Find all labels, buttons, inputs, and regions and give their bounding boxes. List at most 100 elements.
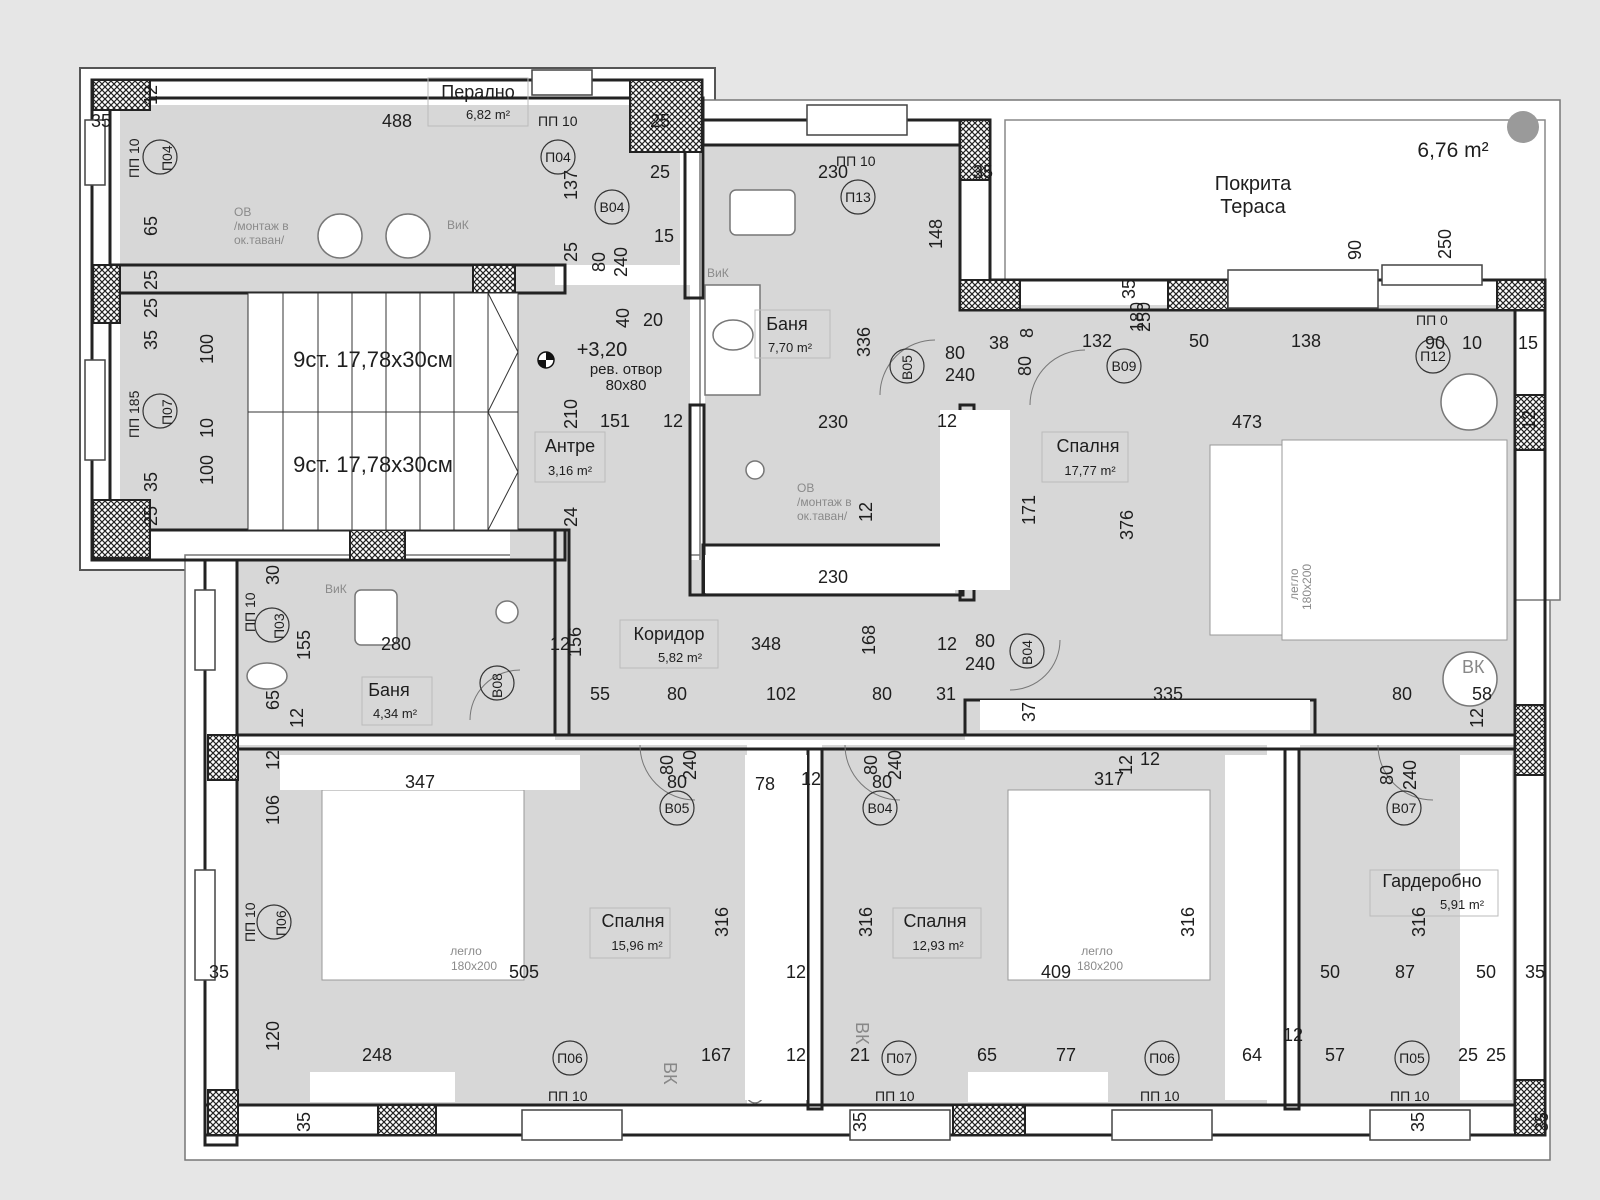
room-area: 15,96 m² <box>611 938 663 953</box>
dimension-label: 280 <box>381 634 411 654</box>
window-tag: ПП 0 <box>1416 312 1448 328</box>
window-circle-tag: П04 <box>159 145 175 171</box>
dimension-label: 132 <box>1082 331 1112 351</box>
dimension-label: 21 <box>850 1045 870 1065</box>
dimension-label: 35 <box>141 330 161 350</box>
dimension-label: 35 <box>294 1112 314 1132</box>
dimension-label: 35 <box>209 962 229 982</box>
window-circle-tag: П03 <box>271 613 287 639</box>
note: ОВ <box>797 481 814 495</box>
dimension-label: 316 <box>1409 907 1429 937</box>
door-tag: В05 <box>665 800 690 816</box>
dimension-label: 35 <box>1525 962 1545 982</box>
service-notes: ОВ /монтаж в ок.таван/ ОВ /монтаж в ок.т… <box>234 205 1485 1085</box>
dimension-label: 80 <box>945 343 965 363</box>
terrace <box>1004 111 1546 281</box>
window-circle-tag: П06 <box>273 910 289 936</box>
note: ВиК <box>325 582 347 596</box>
room-area: 12,93 m² <box>912 938 964 953</box>
door-tag: В09 <box>1112 358 1137 374</box>
dimension-label: 102 <box>766 684 796 704</box>
dimension-label: 12 <box>287 708 307 728</box>
dimension-label: 335 <box>1153 684 1183 704</box>
dimension-label: 138 <box>1291 331 1321 351</box>
dimension-label: 100 <box>197 334 217 364</box>
dimension-label: 171 <box>1019 495 1039 525</box>
door-tag: В08 <box>489 673 505 698</box>
dimension-label: 409 <box>1041 962 1071 982</box>
bed-label: легло <box>450 944 482 958</box>
room-name: Коридор <box>633 624 704 644</box>
tag-circles <box>142 139 1451 1076</box>
dimension-label: 10 <box>197 418 217 438</box>
room-name: Гардеробно <box>1382 871 1481 891</box>
dimension-label: 12 <box>1116 755 1136 775</box>
dimension-label: 347 <box>405 772 435 792</box>
dimension-label: 250 <box>1134 302 1154 332</box>
room-area: 4,34 m² <box>373 706 418 721</box>
dimension-label: 65 <box>977 1045 997 1065</box>
bed-size: 180x200 <box>451 959 497 973</box>
dimension-label: 80 <box>1015 356 1035 376</box>
room-name: Спалня <box>904 911 967 931</box>
note: ок.таван/ <box>234 233 285 247</box>
dimension-label: 151 <box>600 411 630 431</box>
dimension-label: 15 <box>654 226 674 246</box>
door-tag: В07 <box>1392 800 1417 816</box>
dimension-label: 180 <box>1127 302 1147 332</box>
dimension-label: 12 <box>1140 749 1160 769</box>
window-tag: ПП 10 <box>836 153 876 169</box>
window-circle-tags: П04 П04 П13 П12 П07 П03 П06 П06 П07 П06 … <box>159 145 1446 1066</box>
room-area: 7,70 m² <box>768 340 813 355</box>
dimension-label: 12 <box>786 962 806 982</box>
dimension-label: 240 <box>965 654 995 674</box>
door-tag: В05 <box>899 355 915 380</box>
shaft-label: рев. отвор <box>590 361 662 378</box>
dimension-label: 317 <box>1094 769 1124 789</box>
stair-labels: 9ст. 17,78x30см 9ст. 17,78x30см +3,20 ре… <box>293 339 662 477</box>
dimension-label: 25 <box>1458 1045 1478 1065</box>
dimension-label: 25 <box>1486 1045 1506 1065</box>
window-tag: ПП 10 <box>242 592 258 632</box>
room-name: Перално <box>441 82 514 102</box>
dimension-label: 12 <box>937 634 957 654</box>
room-name: Спалня <box>602 911 665 931</box>
bed-labels: легло 180x200 легло 180x200 легло 180x20… <box>450 564 1314 973</box>
dimension-label: 64 <box>1242 1045 1262 1065</box>
window-circle-tag: П12 <box>1420 348 1446 364</box>
dimension-label: 12 <box>663 411 683 431</box>
room-labels: Перално 6,82 m² Баня 7,70 m² Антре 3,16 … <box>361 77 1499 959</box>
level-marker-icon <box>537 351 555 369</box>
dimension-label: 90 <box>1425 333 1445 353</box>
dimension-label: 35 <box>1119 279 1139 299</box>
terrace-line2: Тераса <box>1220 196 1286 218</box>
dimension-label: 40 <box>613 308 633 328</box>
note: ок.таван/ <box>797 509 848 523</box>
window-circle-tag: П04 <box>545 149 571 165</box>
note: ВК <box>852 1022 872 1045</box>
dimension-label: 15 <box>1518 333 1538 353</box>
dimension-label: 87 <box>1395 962 1415 982</box>
window-tag: ПП 10 <box>538 113 578 129</box>
window-tag: ПП 10 <box>242 902 258 942</box>
dimension-label: 20 <box>643 310 663 330</box>
window-tag: ПП 10 <box>1390 1088 1430 1104</box>
built-in-cabinets <box>280 410 1512 1102</box>
dimension-label: 35 <box>973 162 993 182</box>
room-name: Спалня <box>1057 436 1120 456</box>
door-tags: В04 В05 В09 В08 В04 В05 В04 В07 <box>489 199 1417 816</box>
note: ОВ <box>234 205 251 219</box>
dimension-label: 348 <box>751 634 781 654</box>
dimension-label: 12 <box>550 634 570 654</box>
door-tag: В04 <box>1019 640 1035 665</box>
bed-size: 180x200 <box>1077 959 1123 973</box>
dimension-label: 240 <box>611 247 631 277</box>
dimension-label: 240 <box>680 750 700 780</box>
room-area: 6,82 m² <box>466 107 511 122</box>
dimension-label: 168 <box>859 625 879 655</box>
dimension-label: 38 <box>989 333 1009 353</box>
stair-run-label: 9ст. 17,78x30см <box>293 347 453 372</box>
dimension-label: 25 <box>141 298 161 318</box>
dimension-label: 155 <box>294 630 314 660</box>
bed-size: 180x200 <box>1300 564 1314 610</box>
